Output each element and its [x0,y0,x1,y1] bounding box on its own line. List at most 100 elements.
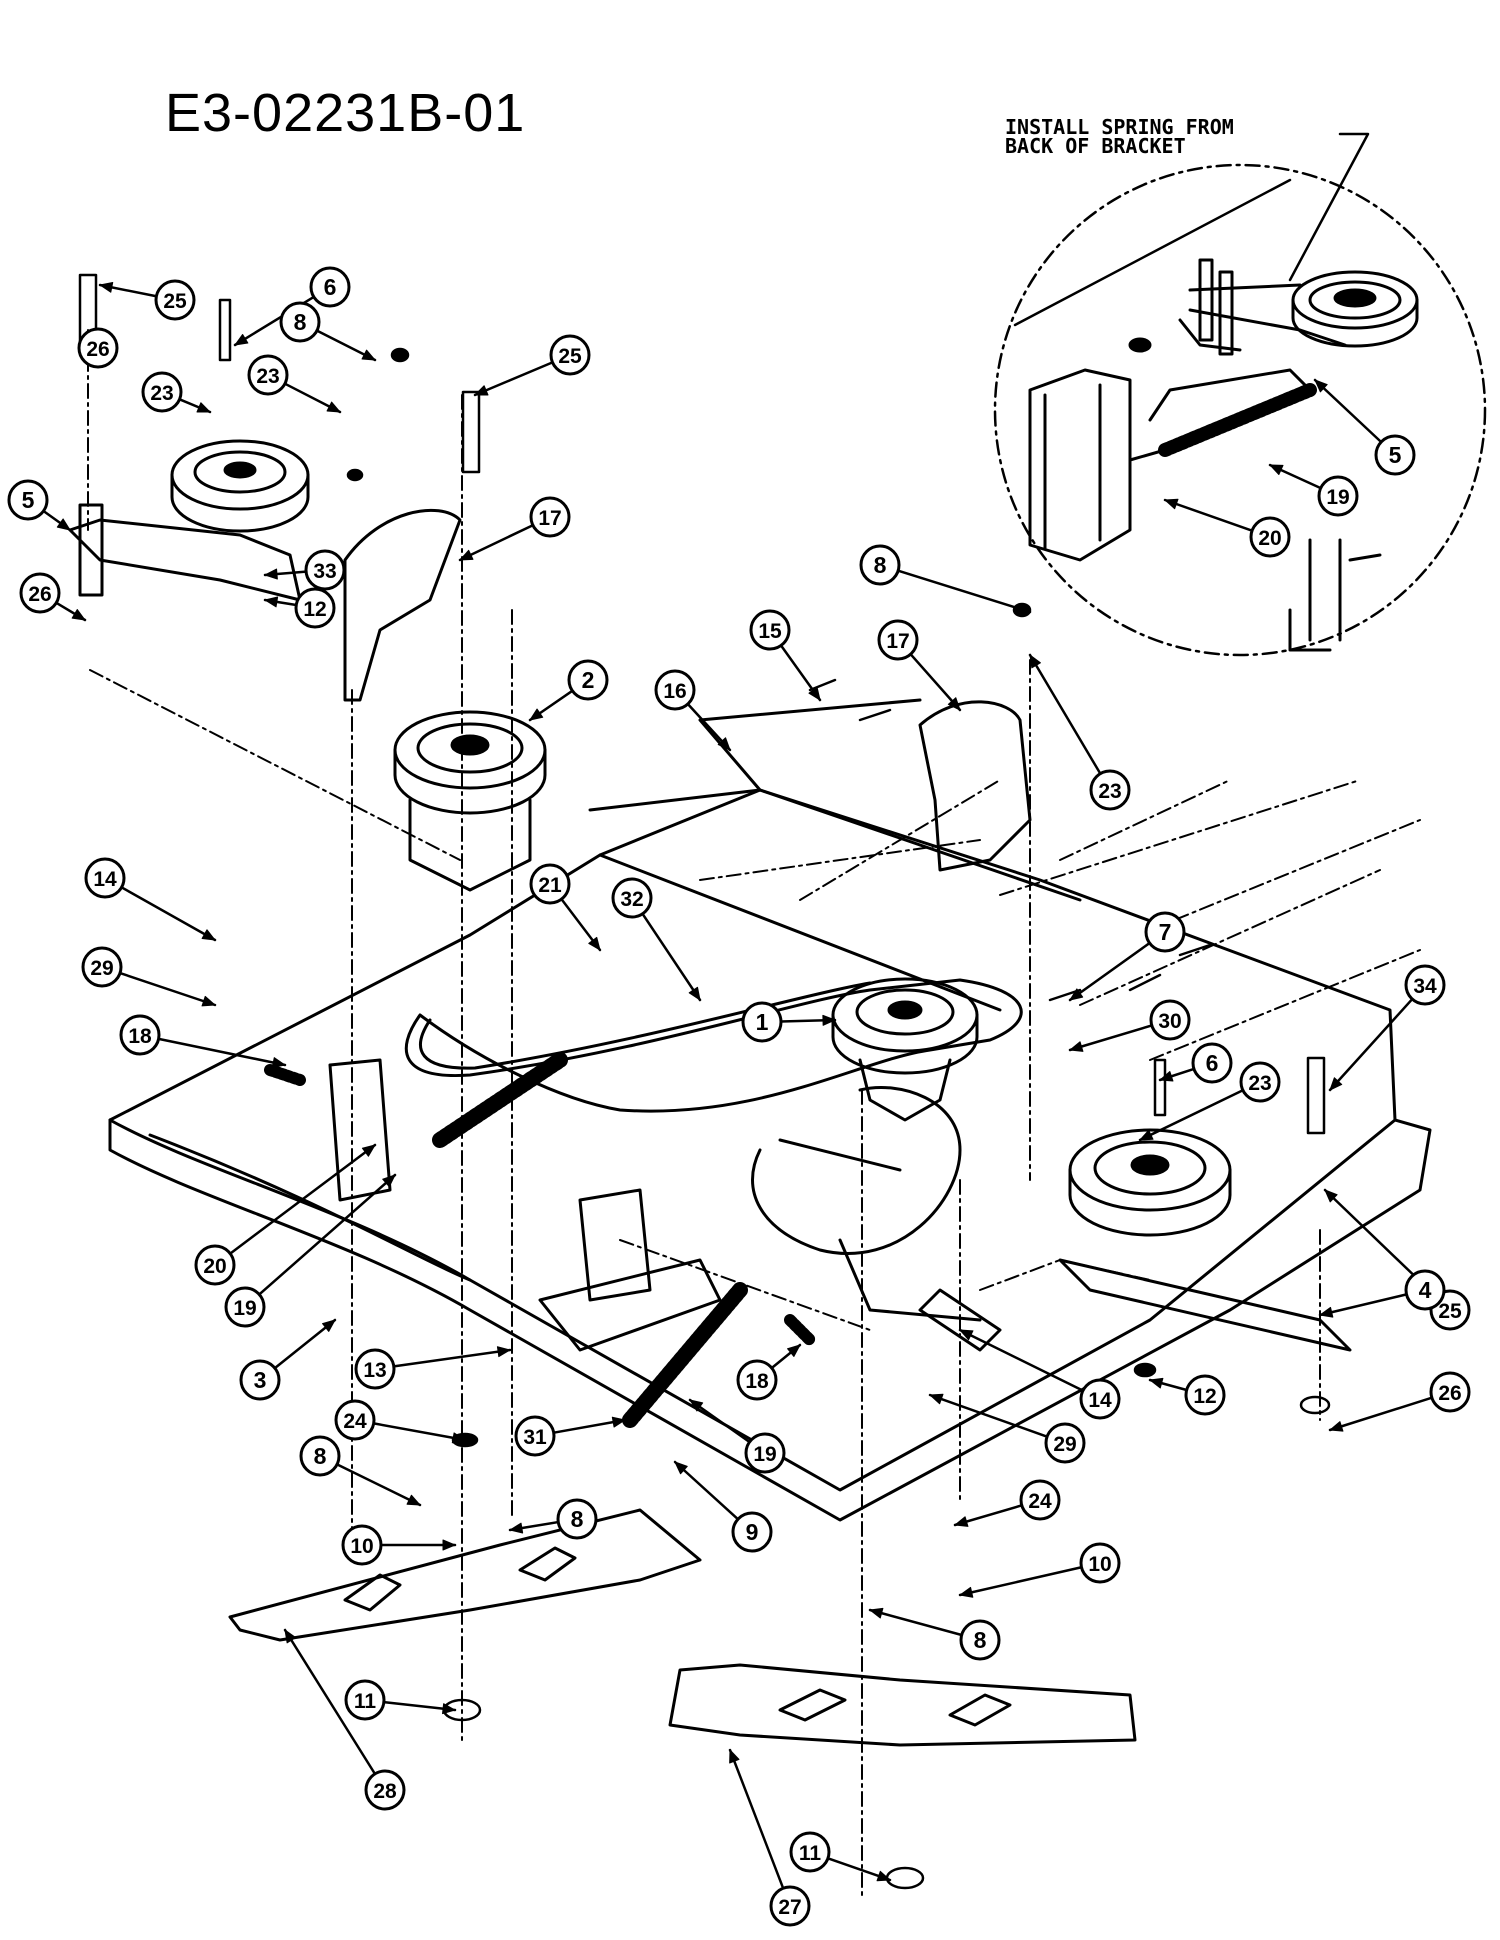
leader-arrow [322,1319,336,1332]
callout-33: 33 [263,549,346,591]
callout-32: 32 [611,877,702,1002]
leader-arrow [1164,498,1179,510]
callout-3: 3 [239,1318,337,1401]
callout-number: 6 [324,274,337,300]
leader-arrow [271,1057,286,1068]
note-line-2: BACK OF BRACKET [1005,134,1186,158]
callout-number: 14 [1088,1389,1112,1412]
callout-bubble [344,1679,386,1721]
note-line-1: INSTALL SPRING FROM [1005,115,1234,139]
callout-bubble [1404,964,1446,1006]
leader-line [120,886,217,942]
callout-number: 2 [582,667,595,693]
leader-line [928,1393,1049,1438]
leader-arrow [947,697,961,711]
leader-arrow [264,596,279,608]
callout-14: 14 [84,857,217,942]
leader-line [1313,378,1383,444]
callout-bubble [247,354,289,396]
callout-8: 8 [299,1435,422,1507]
pulley-top-left [68,439,310,602]
callout-number: 12 [1193,1385,1216,1408]
callout-bubble [744,1432,786,1474]
leader-line [958,1565,1083,1597]
leader-arrow [959,1329,974,1341]
belt-guard-17-left [343,508,462,702]
callout-bubble [529,496,571,538]
callout-bubble [1149,999,1191,1041]
leader-line [273,1318,337,1370]
leader-arrow [99,281,114,293]
leader-arrow [1314,379,1328,393]
leader-arrow [822,1014,836,1026]
callout-number: 26 [86,338,109,361]
callout-number: 5 [1389,442,1402,468]
callout-number: 18 [745,1370,769,1393]
callout-bubble [749,609,791,651]
callout-bubble [959,1619,1001,1661]
leader-arrow [688,986,701,1001]
leader-line [157,1037,287,1067]
callout-13: 13 [354,1346,512,1390]
callout-number: 25 [558,345,582,368]
callout-34: 34 [1328,964,1446,1092]
callout-number: 29 [1053,1433,1076,1456]
leader-arrow [729,1749,740,1764]
callout-14: 14 [958,1328,1121,1420]
leader-arrow [674,1461,688,1475]
leader-arrow [234,333,249,346]
callout-bubble [1249,516,1291,558]
callout-bubble [309,266,351,308]
callout-28: 28 [283,1628,406,1811]
detail-note: INSTALL SPRING FROM BACK OF BRACKET [1005,115,1234,158]
leader-line [283,1628,377,1776]
leader-arrow [474,385,489,396]
callout-bubble [877,619,919,661]
callout-number: 23 [1248,1072,1271,1095]
callout-5: 5 [7,479,72,532]
callout-5: 5 [1313,378,1416,476]
callout-number: 8 [571,1506,584,1532]
leader-line [868,1608,963,1637]
callout-31: 31 [514,1415,627,1457]
callout-number: 4 [1419,1277,1432,1303]
leader-line [1328,997,1414,1092]
callout-bubble [279,301,321,343]
leader-arrow [361,349,376,361]
callout-25: 25 [473,334,591,397]
callout-1: 1 [741,1001,837,1043]
callout-number: 26 [28,583,51,606]
callout-bubble [84,857,126,899]
leader-line [958,1328,1085,1392]
leader-arrow [201,929,216,941]
callout-23: 23 [141,371,212,414]
callout-bubble [1184,1374,1226,1416]
diagram-title: E3-02231B-01 [165,83,526,143]
callout-number: 19 [753,1443,776,1466]
leader-arrow [689,1399,704,1412]
callout-7: 7 [1068,911,1186,1002]
callout-12: 12 [1148,1374,1226,1416]
callout-number: 7 [1159,919,1172,945]
blade-27 [668,1663,1137,1747]
leader-arrow [1329,1421,1344,1432]
callout-4: 4 [1318,1269,1446,1318]
callout-number: 28 [373,1780,397,1803]
callout-number: 11 [354,1690,377,1713]
callout-number: 10 [350,1535,373,1558]
callout-number: 1 [756,1009,769,1035]
callout-number: 33 [313,560,336,583]
leader-arrow [201,995,216,1007]
callout-23: 23 [247,354,342,414]
callout-26: 26 [19,572,87,622]
callout-8: 8 [279,301,377,362]
callout-number: 3 [254,1367,267,1393]
callout-number: 23 [150,382,173,405]
callout-8: 8 [508,1498,598,1540]
callout-11: 11 [789,1831,892,1882]
callout-12: 12 [263,587,336,629]
callout-number: 15 [758,620,782,643]
callout-number: 19 [233,1297,256,1320]
leader-line [473,361,554,397]
